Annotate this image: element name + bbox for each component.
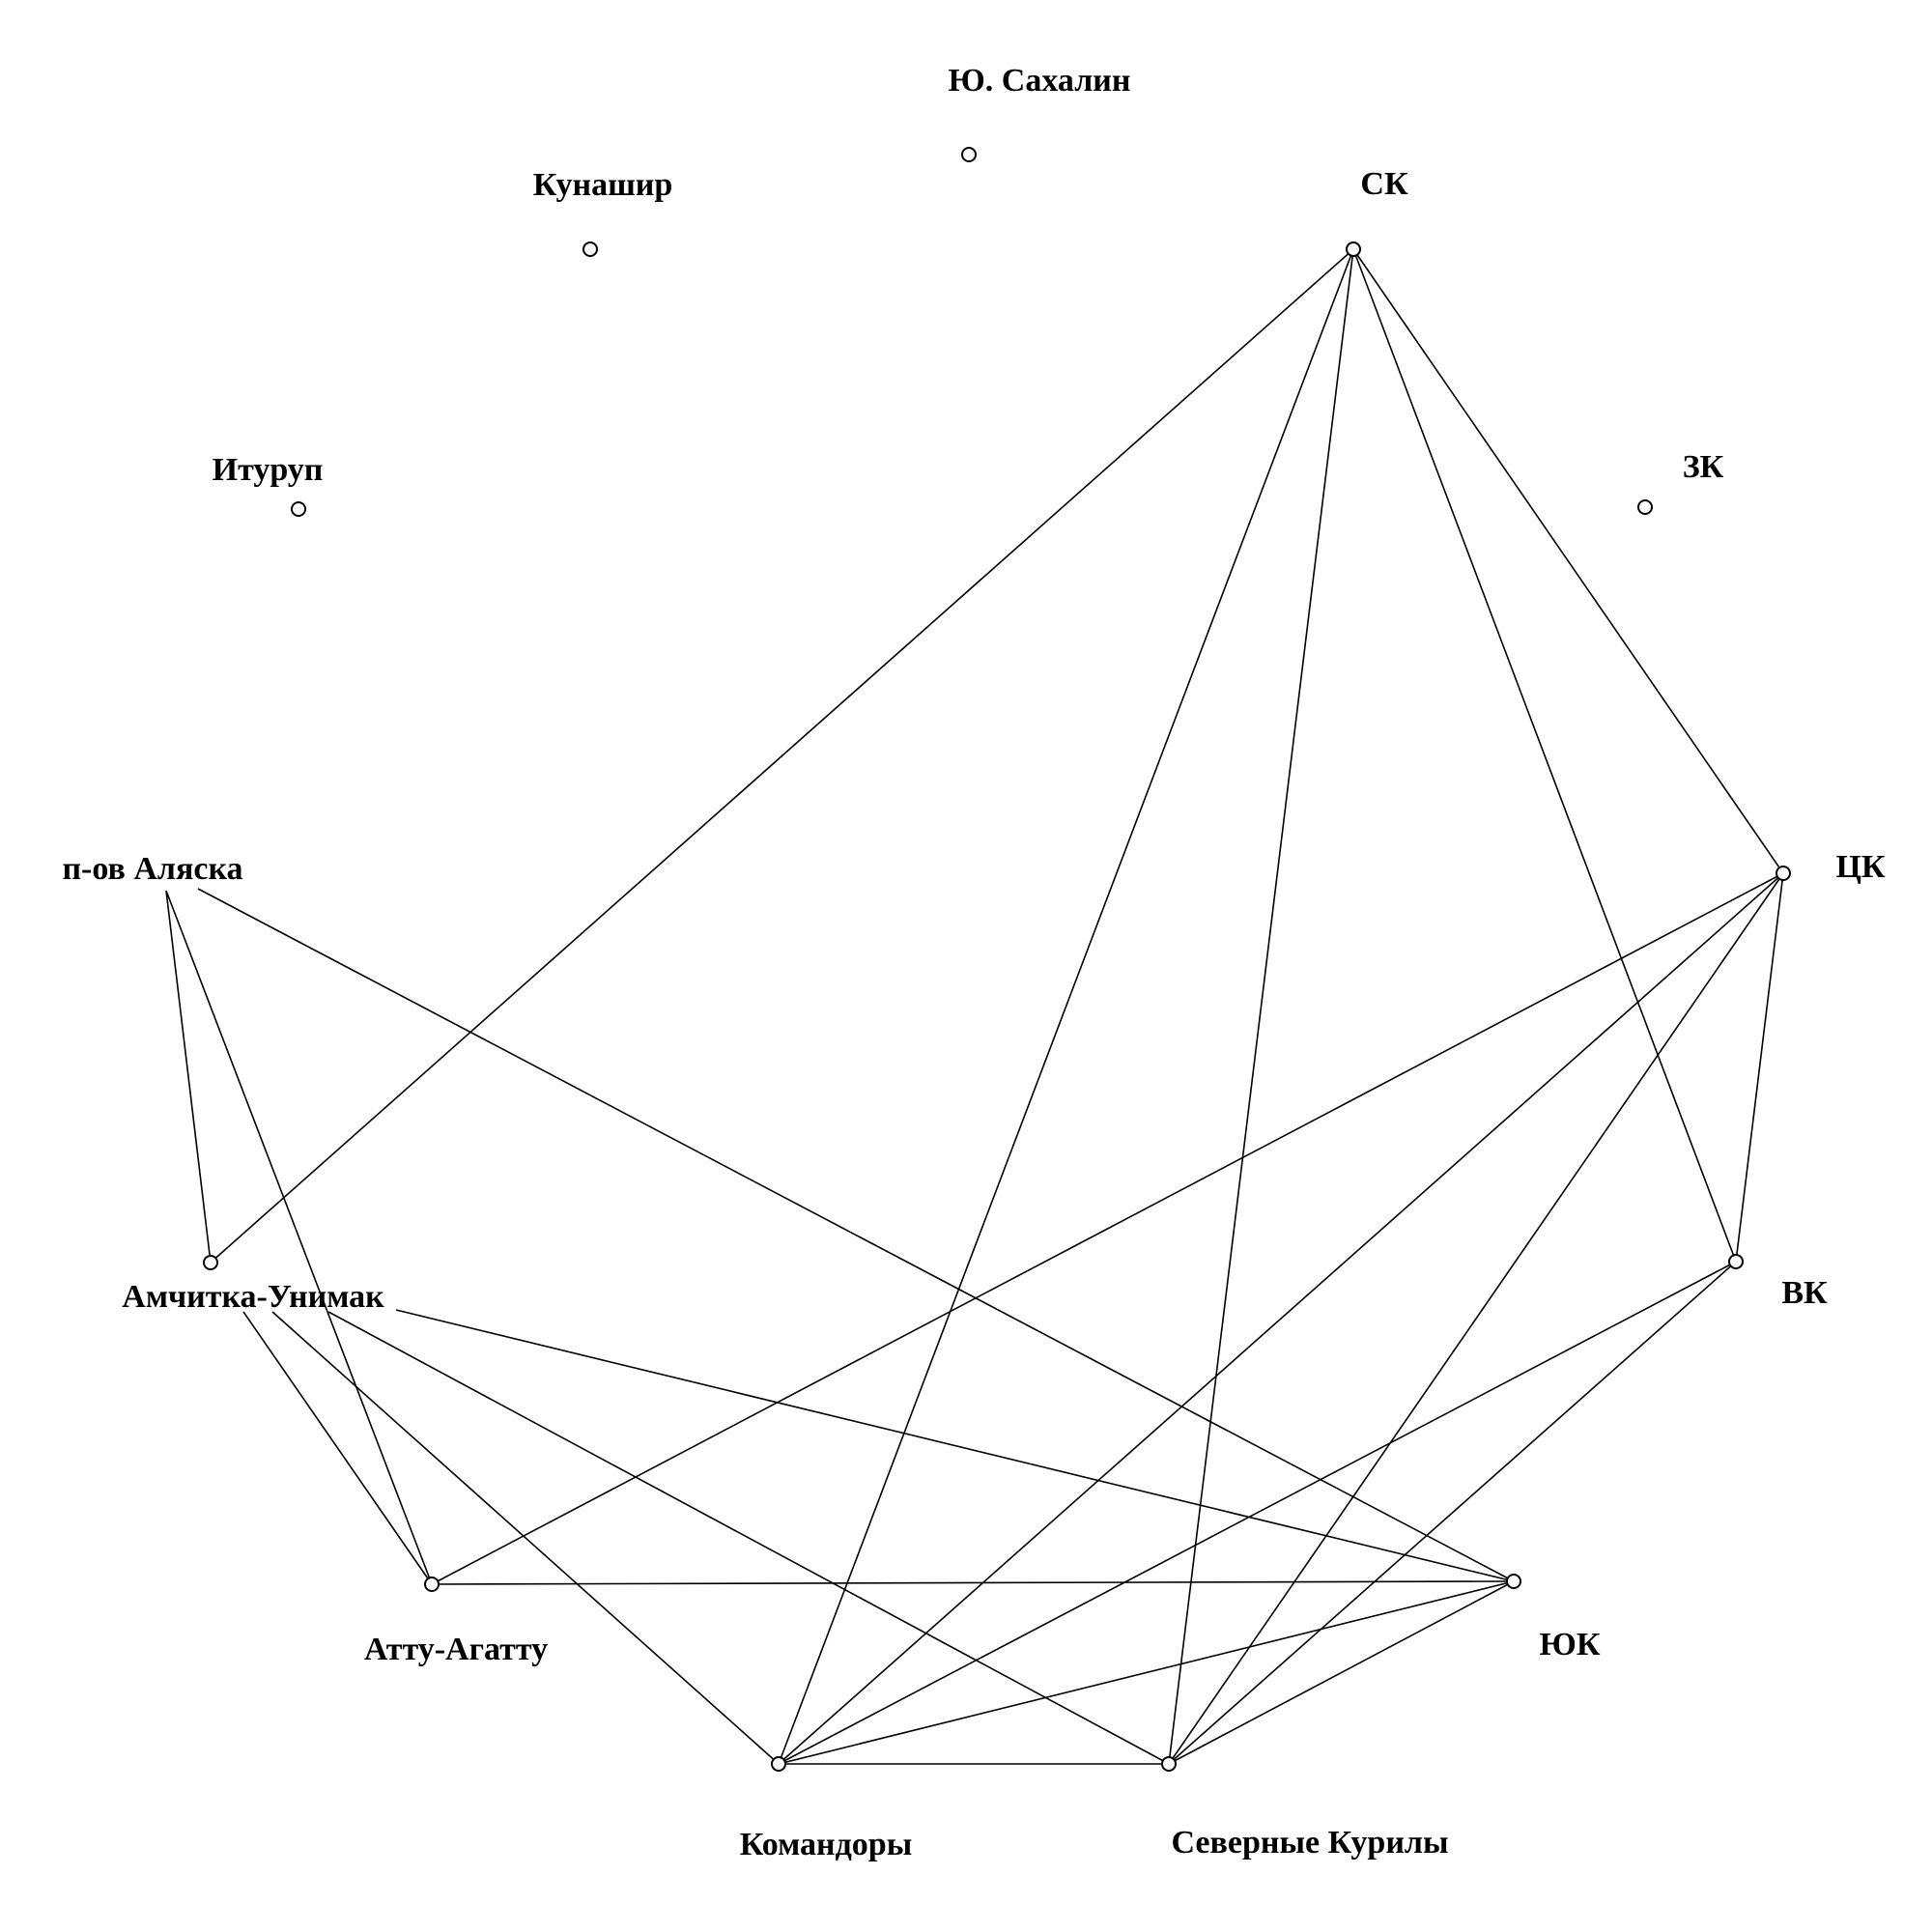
edge-sk-skurily (1168, 248, 1354, 1765)
edge-tsk-vk (1735, 872, 1784, 1263)
edge-alaska-amchitka (165, 890, 212, 1264)
edge-vk-skurily (1168, 1261, 1737, 1765)
node-tsk (1776, 866, 1791, 881)
edge-sk-komandory (778, 248, 1354, 1765)
node-label-yuk: ЮК (1540, 1627, 1601, 1662)
node-label-sk: СК (1360, 166, 1408, 202)
node-label-iturup: Итуруп (213, 452, 324, 488)
node-sk (1346, 242, 1361, 257)
node-label-sakhalin: Ю. Сахалин (949, 63, 1131, 99)
node-amchitka (203, 1255, 218, 1270)
edge-komandory-yuk (778, 1580, 1515, 1765)
node-label-vk: ВК (1781, 1275, 1828, 1311)
edge-amchitka-skurily (327, 1311, 1170, 1765)
edge-skurily-yuk (1168, 1580, 1515, 1765)
edge-vk-komandory (778, 1261, 1737, 1765)
edge-alaska-yuk (197, 888, 1515, 1582)
node-label-tsk: ЦК (1835, 849, 1885, 885)
node-label-amchitka: Амчитка-Унимак (122, 1279, 384, 1315)
edge-attu-yuk (431, 1580, 1515, 1585)
edge-sk-tsk (1352, 248, 1784, 874)
node-vk (1728, 1254, 1744, 1269)
node-label-zk: ЗК (1683, 449, 1724, 485)
edge-layer (165, 248, 1784, 1765)
edge-tsk-skurily (1168, 872, 1784, 1765)
edge-sk-vk (1352, 248, 1737, 1263)
node-sakhalin (961, 147, 977, 162)
node-yuk (1506, 1574, 1521, 1589)
node-label-alaska: п-ов Аляска (62, 851, 242, 887)
edge-tsk-attu (431, 872, 1784, 1585)
node-kunashir (582, 242, 598, 257)
node-label-kunashir: Кунашир (533, 167, 673, 203)
node-iturup (291, 501, 306, 517)
node-attu (424, 1577, 440, 1592)
node-zk (1637, 499, 1653, 515)
node-label-skurily: Северные Курилы (1171, 1825, 1448, 1861)
edge-sk-amchitka (210, 248, 1354, 1264)
edge-alaska-attu (165, 890, 433, 1585)
node-layer (203, 147, 1791, 1772)
node-skurily (1161, 1756, 1177, 1772)
edge-amchitka-attu (242, 1311, 433, 1585)
node-label-attu: Атту-Агатту (364, 1632, 548, 1667)
node-komandory (771, 1756, 786, 1772)
node-label-komandory: Командоры (740, 1827, 912, 1862)
edge-amchitka-komandory (271, 1311, 780, 1765)
edge-amchitka-yuk (395, 1309, 1515, 1582)
edge-tsk-komandory (778, 872, 1784, 1765)
